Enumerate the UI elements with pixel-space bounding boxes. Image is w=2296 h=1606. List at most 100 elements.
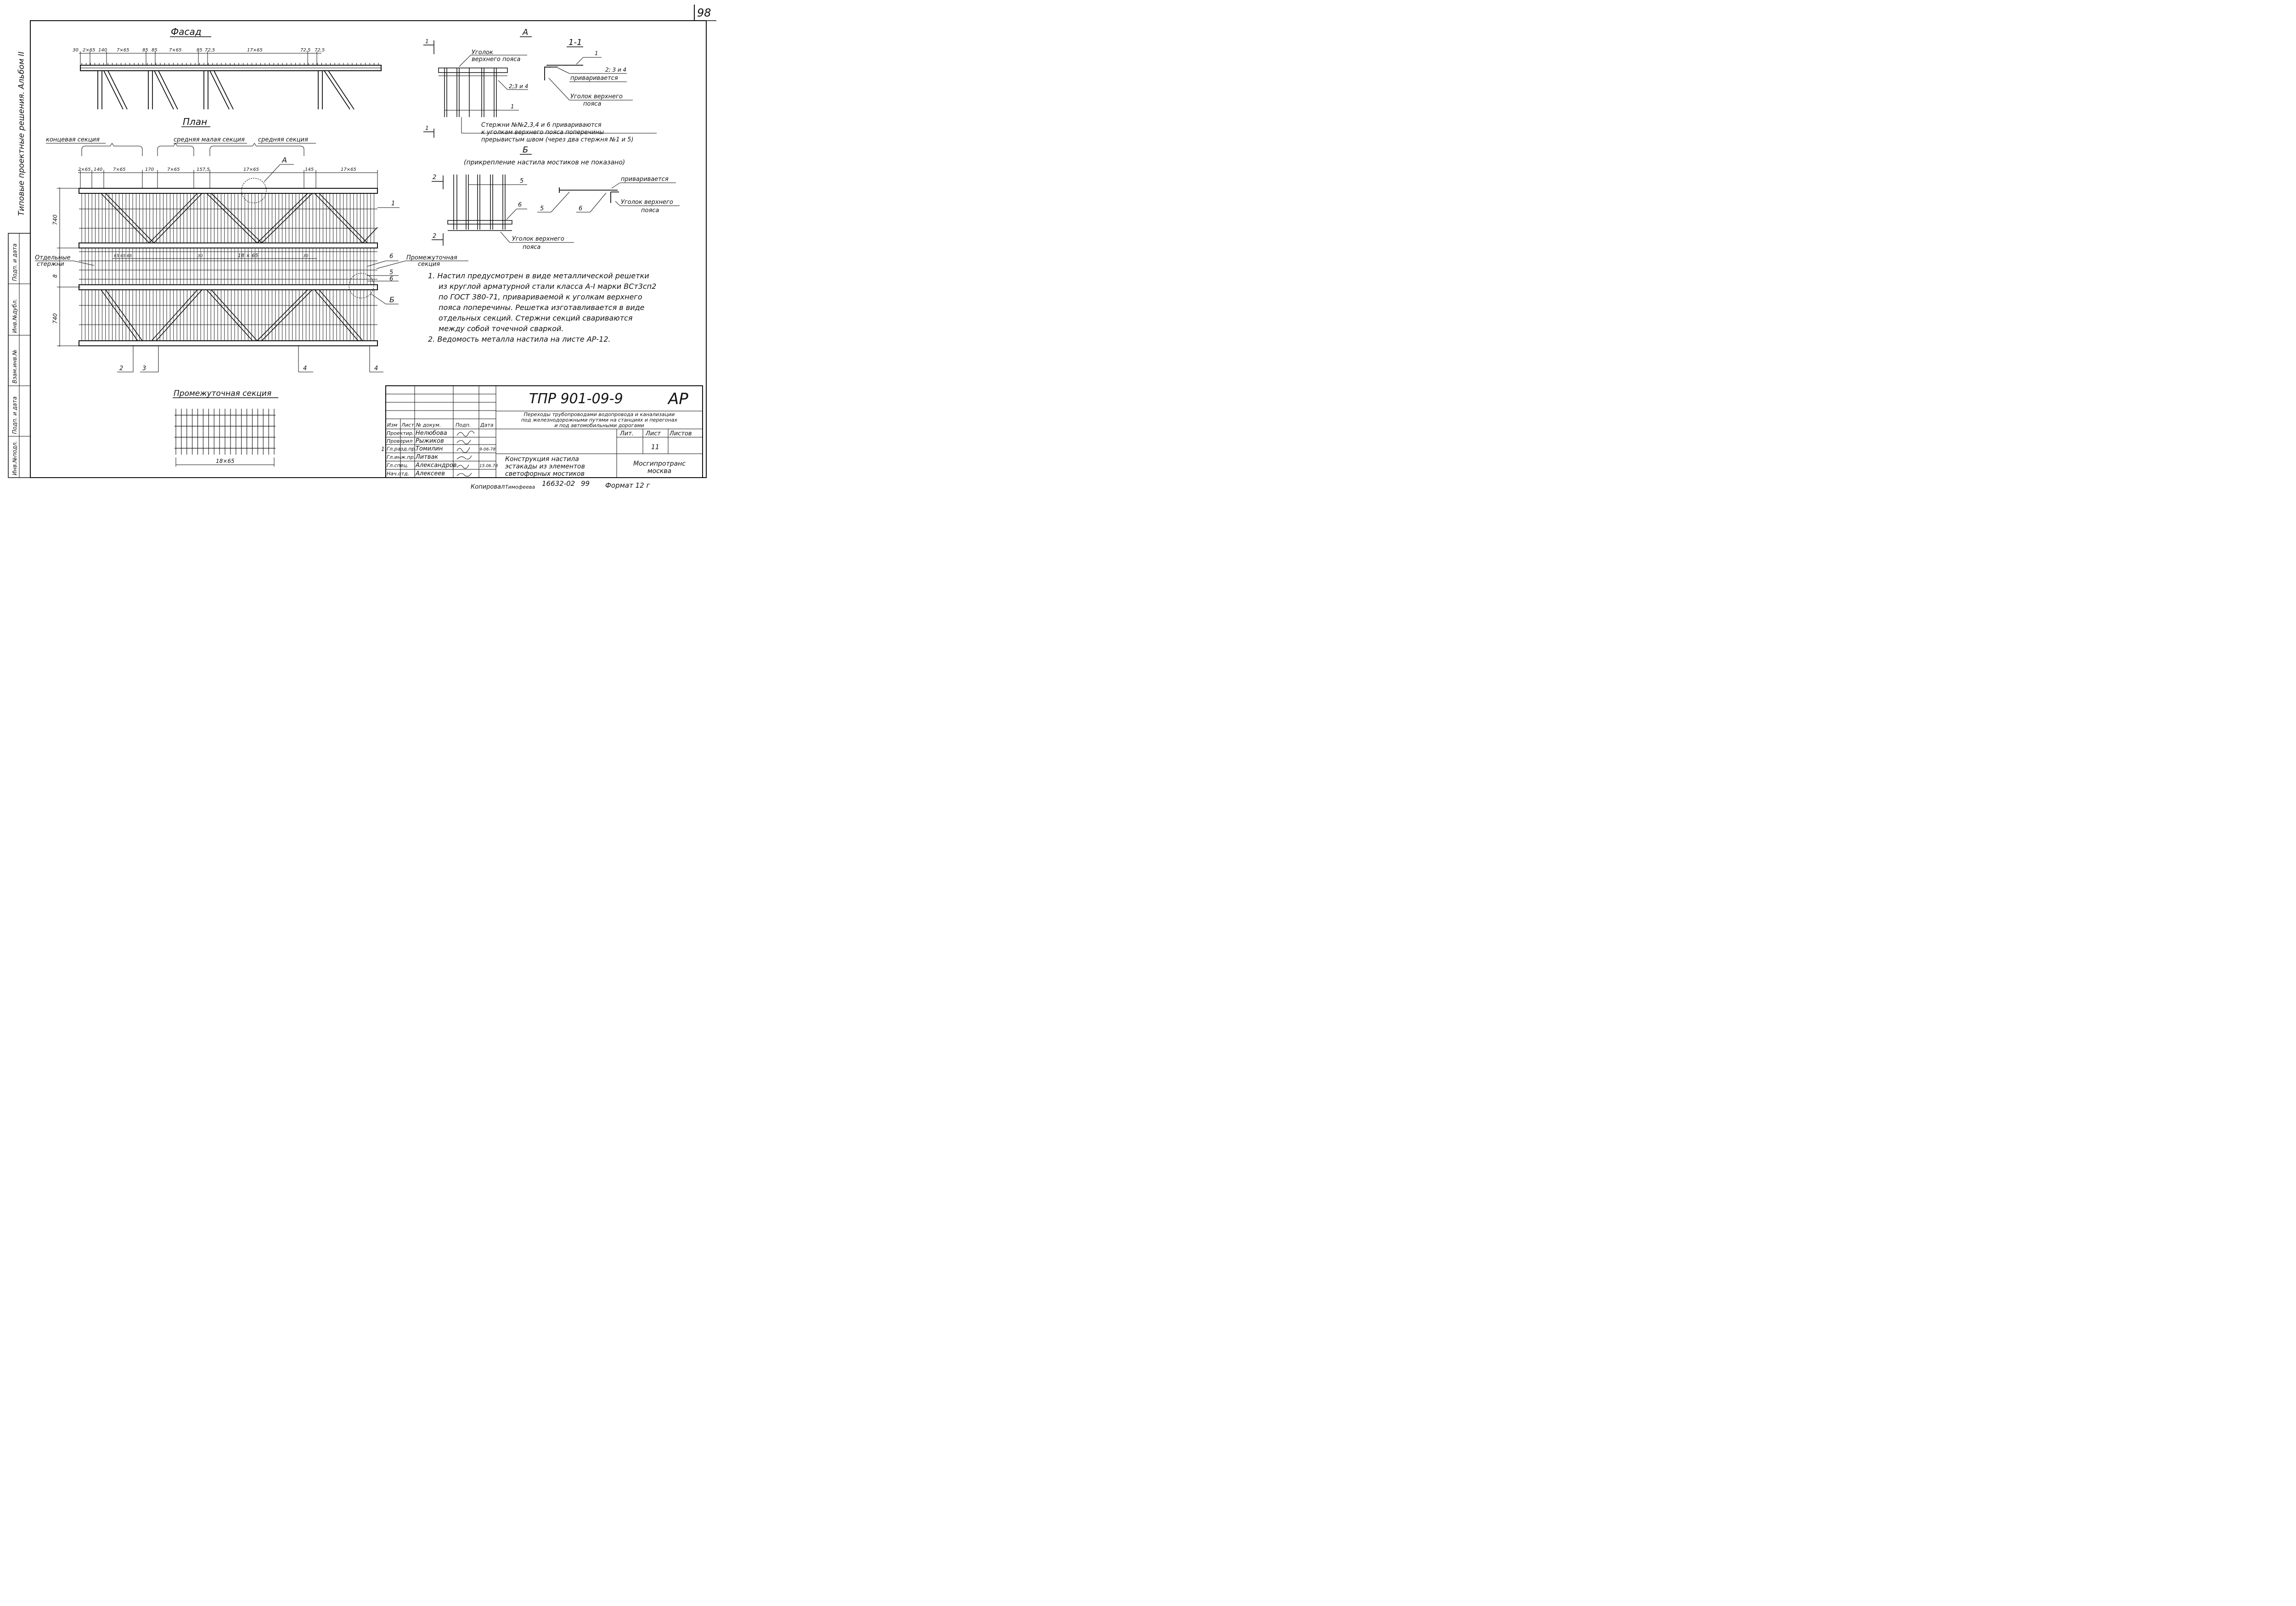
copy-line: Копировал Тимофеева 16632-02 99 Формат 1…	[471, 479, 650, 490]
plan-title: План	[183, 116, 207, 127]
sheet-label-lit: Лит.	[619, 430, 634, 437]
detail-a: А 1 1 Уголок верхнего пояса 2;3 и 4 1	[423, 28, 657, 143]
name-cell: Нелюбова	[416, 430, 447, 437]
detail-a-rod-ref: 2;3 и 4	[509, 83, 528, 90]
intermediate-title: Промежуточная секция	[174, 389, 271, 398]
section-1-1-welded: приваривается	[570, 75, 618, 82]
facade-view: Фасад 30 2×65 140 7×65 85 85 7×65 85 72,…	[73, 26, 382, 110]
marker-right: 6	[389, 276, 393, 282]
role-cell: Нач.отд.	[387, 471, 409, 477]
project-line: и под автомобильными дорогами	[554, 423, 644, 428]
side-stamp-1: Инв.№подл.	[11, 441, 18, 475]
facade-dim: 85	[197, 48, 203, 53]
signatures	[456, 431, 475, 477]
detail-b-side-rod-5: 5	[540, 205, 544, 212]
name-cell: Александров	[415, 462, 457, 469]
side-stamp-3: Взам.инв.№	[11, 349, 18, 383]
sheet-frame	[8, 5, 716, 478]
format-label: Формат 12 г	[605, 481, 650, 490]
name-cell: Литвак	[415, 454, 438, 461]
project-line: под железнодорожными путями на станциях …	[521, 417, 678, 423]
section-label-small-middle: средняя малая секция	[174, 136, 245, 143]
section-1-1-angle: Уголок верхнего пояса	[570, 93, 625, 107]
side-stamp-2: Подп. и дата	[11, 396, 18, 434]
facade-dims: 30 2×65 140 7×65 85 85 7×65 85 72,5 17×6…	[73, 48, 325, 53]
facade-dim: 85	[152, 48, 158, 53]
title-block: ТПР 901-09-9 АР Переходы трубопроводами …	[381, 385, 703, 478]
name-cell: Алексеев	[415, 470, 445, 477]
marker-bottom: 4	[374, 365, 378, 372]
separate-rods-label: Отдельные стержни	[35, 254, 73, 268]
date-cell: 15.06.78	[479, 464, 498, 468]
section-mark-1-bottom: 1	[425, 125, 429, 131]
detail-b-title: Б	[523, 145, 528, 155]
detail-a-rod-1: 1	[511, 103, 514, 110]
role-cell: Гл.инж.пр.	[387, 454, 415, 460]
side-stamps: Инв.№подл. Подп. и дата Взам.инв.№ Инв.№…	[11, 243, 18, 475]
detail-a-chord-angle: Уголок верхнего пояса	[472, 49, 520, 63]
section-mark-2-top: 2	[433, 174, 436, 181]
drawing-sheet: 98 Типовые проектные решения. Альбом II …	[8, 5, 716, 490]
copied-label: Копировал	[471, 484, 505, 490]
intermediate-section-label: Промежуточная секция	[406, 254, 459, 268]
sheet-label-sheets: Листов	[669, 430, 692, 437]
section-1-1-rods: 2; 3 и 4	[605, 67, 626, 73]
marker-bottom: 3	[142, 365, 146, 372]
plan-dim: 140	[94, 167, 102, 172]
section-1-1-title: 1-1	[568, 38, 582, 47]
detail-b-angle-2: Уголок верхнего пояса	[621, 199, 675, 214]
name-cell: Томилин	[416, 445, 443, 452]
notes: 1. Настил предусмотрен в виде металличес…	[428, 271, 656, 344]
detail-b-side-rod-6: 6	[579, 205, 582, 212]
mid-dim: 65	[120, 254, 126, 259]
archive-page: 99	[581, 479, 590, 488]
organization-line: москва	[647, 468, 671, 475]
organization-line: Мосгипротранс	[633, 460, 686, 468]
facade-dim: 72,5	[315, 48, 325, 53]
date-cell: 9-06-78	[479, 447, 495, 452]
facade-dim: 7×65	[117, 48, 129, 53]
section-label-end: концевая секция	[46, 136, 100, 143]
section-1-1: 1-1 1 2; 3 и 4 приваривается Уголок верх…	[544, 38, 633, 107]
section-label-middle: средняя секция	[258, 136, 308, 143]
detail-b-subtitle: (прикрепление настила мостиков не показа…	[464, 159, 625, 166]
note-line: из круглой арматурной стали класса А-I м…	[439, 282, 656, 291]
plan-dim: 2×65	[78, 167, 90, 172]
rods-note: Стержни №№2,3,4 и 6 привариваются к угол…	[481, 122, 634, 143]
sheet-label-sheet: Лист	[645, 430, 661, 437]
facade-dim: 2×65	[83, 48, 95, 53]
project-line: Переходы трубопроводами водопровода и ка…	[524, 411, 675, 417]
drawing-title-line: Конструкция настила	[505, 456, 579, 463]
archive-number: 16632-02	[542, 479, 575, 488]
marker-right: 5	[389, 269, 393, 276]
intermediate-section: Промежуточная секция 18×65	[173, 389, 278, 467]
note-line: между собой точечной сваркой.	[439, 324, 563, 333]
plan-dim: 17×65	[243, 167, 259, 172]
facade-dim: 72,5	[205, 48, 215, 53]
plan-dim: 7×65	[167, 167, 180, 172]
marker-bottom: 2	[119, 365, 123, 372]
plan-dim: 157,5	[197, 167, 210, 172]
drawing-title-line: эстакады из элементов	[505, 463, 585, 470]
facade-dim: 140	[98, 48, 107, 53]
mid-dim: 18 × 65	[238, 253, 258, 259]
title-stage-mark: АР	[667, 390, 688, 408]
sheet-value: 11	[651, 444, 659, 451]
header-cell: Подп.	[456, 422, 471, 428]
note-line: пояса поперечины. Решетка изготавливаетс…	[439, 303, 645, 312]
header-cell: Изм	[387, 422, 397, 428]
height-dim-middle: 8	[52, 274, 58, 278]
detail-b-rod-6: 6	[518, 202, 522, 208]
mid-dim: 65	[127, 254, 132, 259]
album-note: Типовые проектные решения. Альбом II	[17, 51, 26, 216]
plan-dim: 7×65	[113, 167, 125, 172]
marker-bottom: 4	[303, 365, 307, 372]
role-cell: Гл.разд.пр.	[387, 446, 416, 452]
role-cell: Гл.спец.	[387, 462, 409, 468]
plan-rods	[81, 193, 374, 341]
facade-rod-ticks	[81, 63, 379, 65]
note-line: отдельных секций. Стержни секций сварива…	[439, 314, 633, 322]
mid-dim: 30	[197, 254, 203, 259]
header-cell: Лист	[401, 422, 414, 428]
copier-name: Тимофеева	[505, 484, 535, 490]
